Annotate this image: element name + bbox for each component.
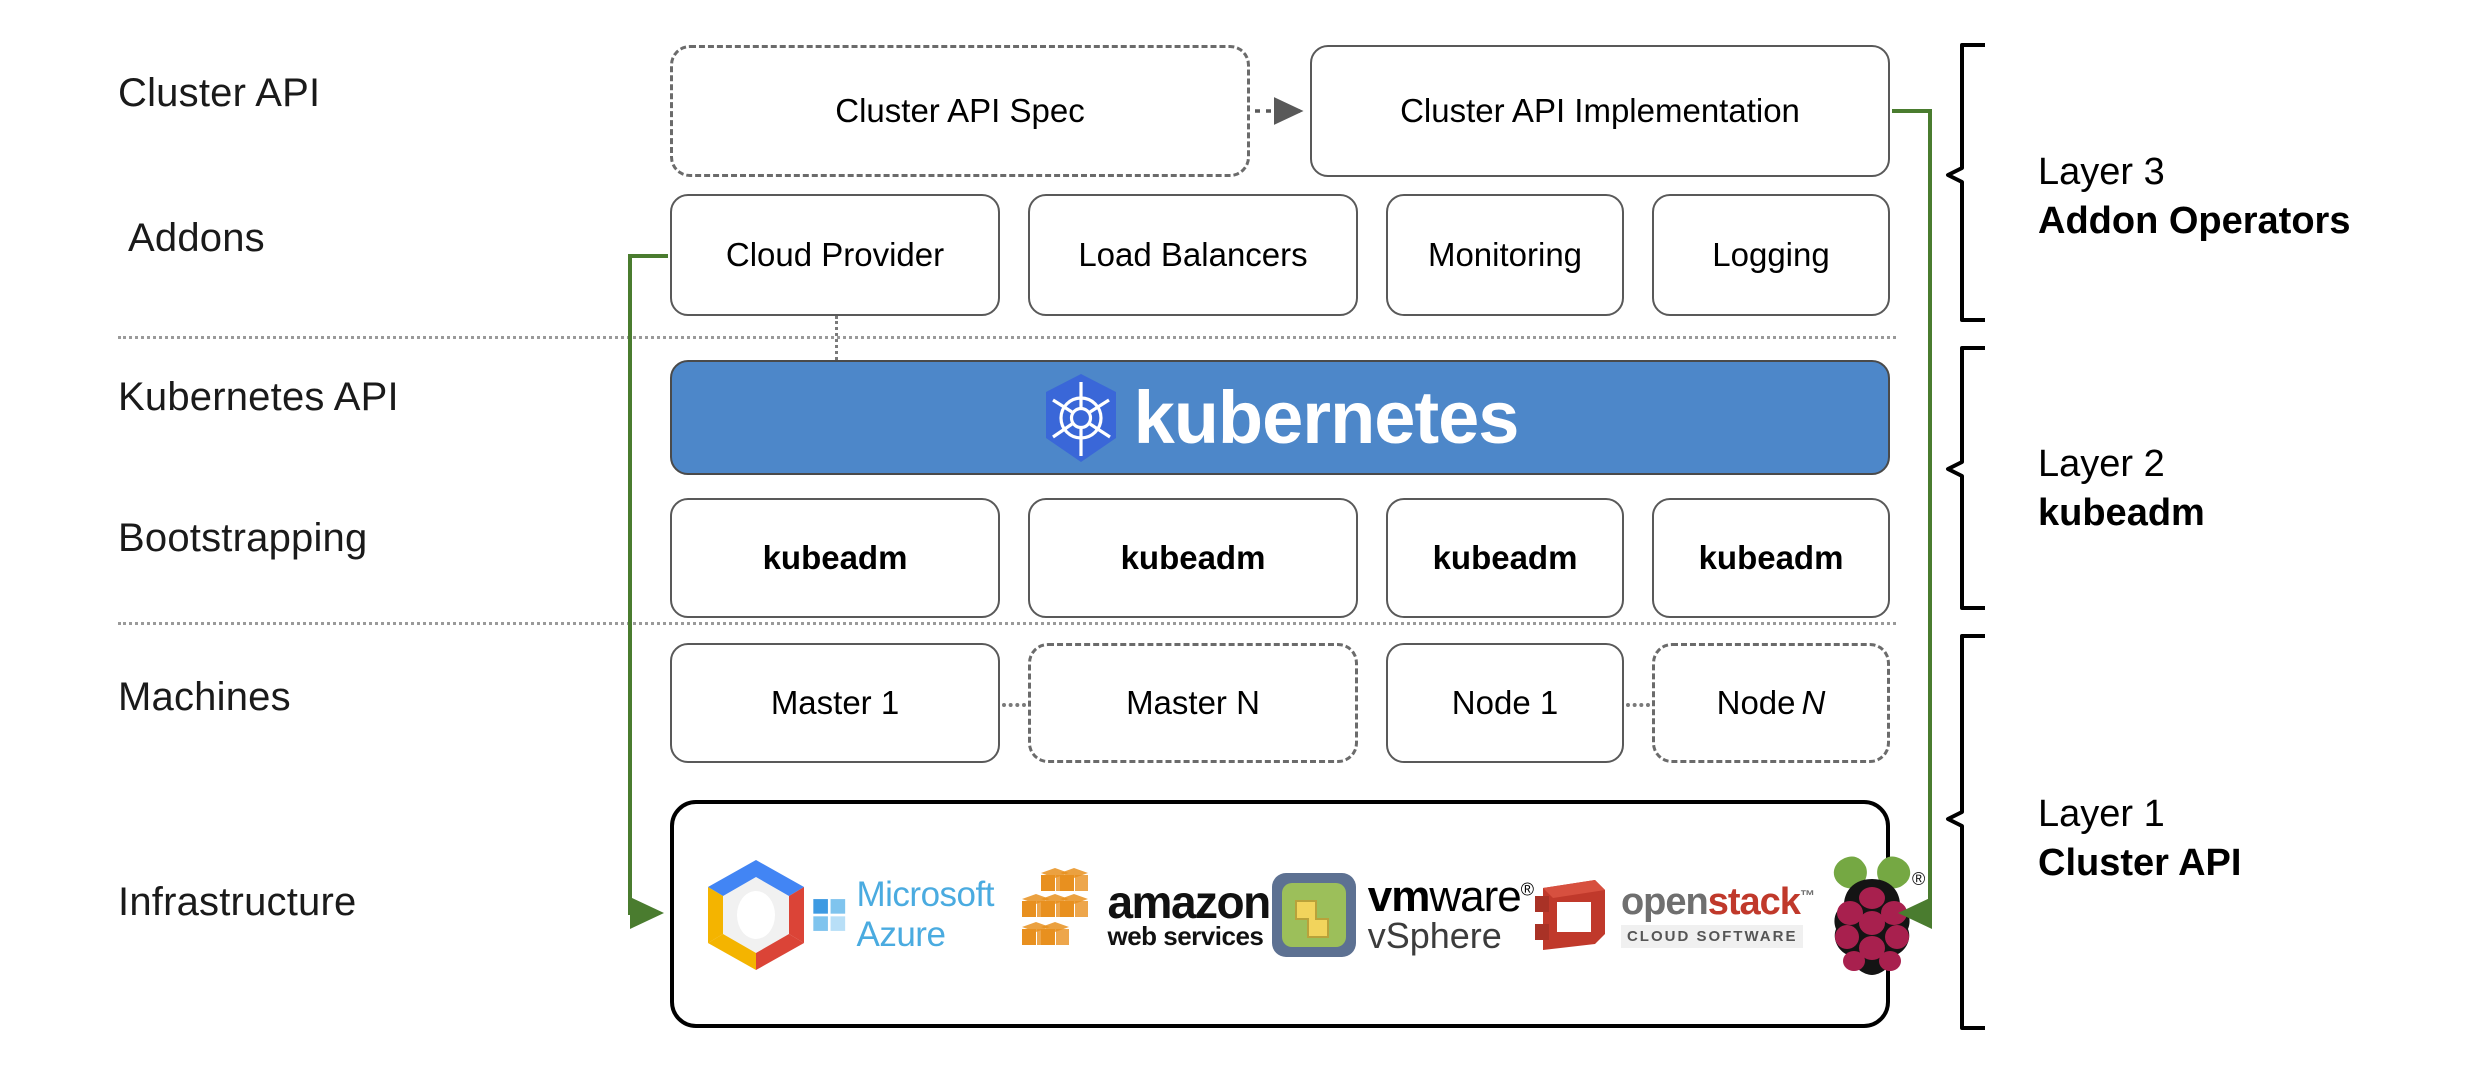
svg-text:®: ® (1912, 869, 1925, 889)
box-monitoring[interactable]: Monitoring (1386, 194, 1624, 316)
box-node-n-index: N (1801, 684, 1826, 721)
layer-label-2: Layer 2 kubeadm (2038, 440, 2205, 537)
box-node-1[interactable]: Node 1 (1386, 643, 1624, 763)
layer-1-number: Layer 1 (2038, 793, 2165, 835)
box-master-1[interactable]: Master 1 (670, 643, 1000, 763)
layer-2-name: kubeadm (2038, 491, 2205, 534)
vsphere-label: vSphere (1367, 914, 1502, 956)
vmware-vsphere-logo: vmware® vSphere (1270, 871, 1534, 959)
infrastructure-logo-strip: Microsoft Azure (700, 845, 1925, 985)
openstack-sublabel: CLOUD SOFTWARE (1620, 924, 1804, 948)
vmware-label: vmware® (1367, 872, 1534, 922)
openstack-logo: openstack™ CLOUD SOFTWARE (1533, 872, 1815, 958)
raspberry-pi-logo: ® (1814, 851, 1930, 979)
row-label-addons: Addons (128, 216, 265, 260)
arrow-cloudprovider-to-infrastructure (628, 254, 668, 929)
google-cloud-platform-logo (700, 856, 812, 974)
box-kubeadm-1[interactable]: kubeadm (670, 498, 1000, 618)
box-cluster-api-spec[interactable]: Cluster API Spec (670, 45, 1250, 177)
amazon-web-services-logo: amazon web services (1011, 867, 1271, 963)
separator-layer2-layer1 (118, 622, 1896, 625)
brace-layer-3 (1946, 43, 1985, 322)
layer-3-name: Addon Operators (2038, 199, 2351, 242)
row-label-bootstrapping: Bootstrapping (118, 516, 368, 560)
box-kubeadm-3[interactable]: kubeadm (1386, 498, 1624, 618)
amazon-label: amazon (1107, 875, 1271, 928)
box-kubeadm-2[interactable]: kubeadm (1028, 498, 1358, 618)
kubernetes-banner: kubernetes (670, 360, 1890, 475)
brace-layer-1 (1946, 634, 1985, 1030)
arrow-implementation-to-infrastructure (1892, 109, 1932, 929)
box-kubeadm-4[interactable]: kubeadm (1652, 498, 1890, 618)
layer-label-3: Layer 3 Addon Operators (2038, 148, 2350, 245)
row-label-infrastructure: Infrastructure (118, 880, 357, 924)
box-cloud-provider[interactable]: Cloud Provider (670, 194, 1000, 316)
box-logging[interactable]: Logging (1652, 194, 1890, 316)
microsoft-azure-label: Microsoft Azure (856, 875, 994, 954)
connector-cloudprovider-kubernetes (835, 316, 838, 366)
box-load-balancers[interactable]: Load Balancers (1028, 194, 1358, 316)
openstack-label: openstack™ (1620, 880, 1815, 923)
box-node-n-label: Node (1716, 684, 1796, 721)
row-label-machines: Machines (118, 675, 291, 719)
layer-label-1: Layer 1 Cluster API (2038, 790, 2241, 887)
microsoft-azure-logo: Microsoft Azure (812, 875, 1011, 955)
row-label-kubernetes-api: Kubernetes API (118, 375, 399, 419)
separator-layer3-layer2 (118, 336, 1896, 339)
box-master-n[interactable]: Master N (1028, 643, 1358, 763)
connector-master1-mastern (1002, 703, 1026, 707)
connector-node1-noden (1626, 703, 1650, 707)
layer-2-number: Layer 2 (2038, 443, 2165, 485)
row-label-cluster-api: Cluster API (118, 71, 321, 115)
kubernetes-helm-icon (1042, 372, 1120, 464)
box-cluster-api-implementation[interactable]: Cluster API Implementation (1310, 45, 1890, 177)
layer-1-name: Cluster API (2038, 841, 2242, 884)
amazon-sublabel: web services (1107, 921, 1264, 952)
brace-layer-2 (1946, 346, 1985, 610)
layer-3-number: Layer 3 (2038, 151, 2165, 193)
kubernetes-wordmark: kubernetes (1133, 375, 1520, 459)
